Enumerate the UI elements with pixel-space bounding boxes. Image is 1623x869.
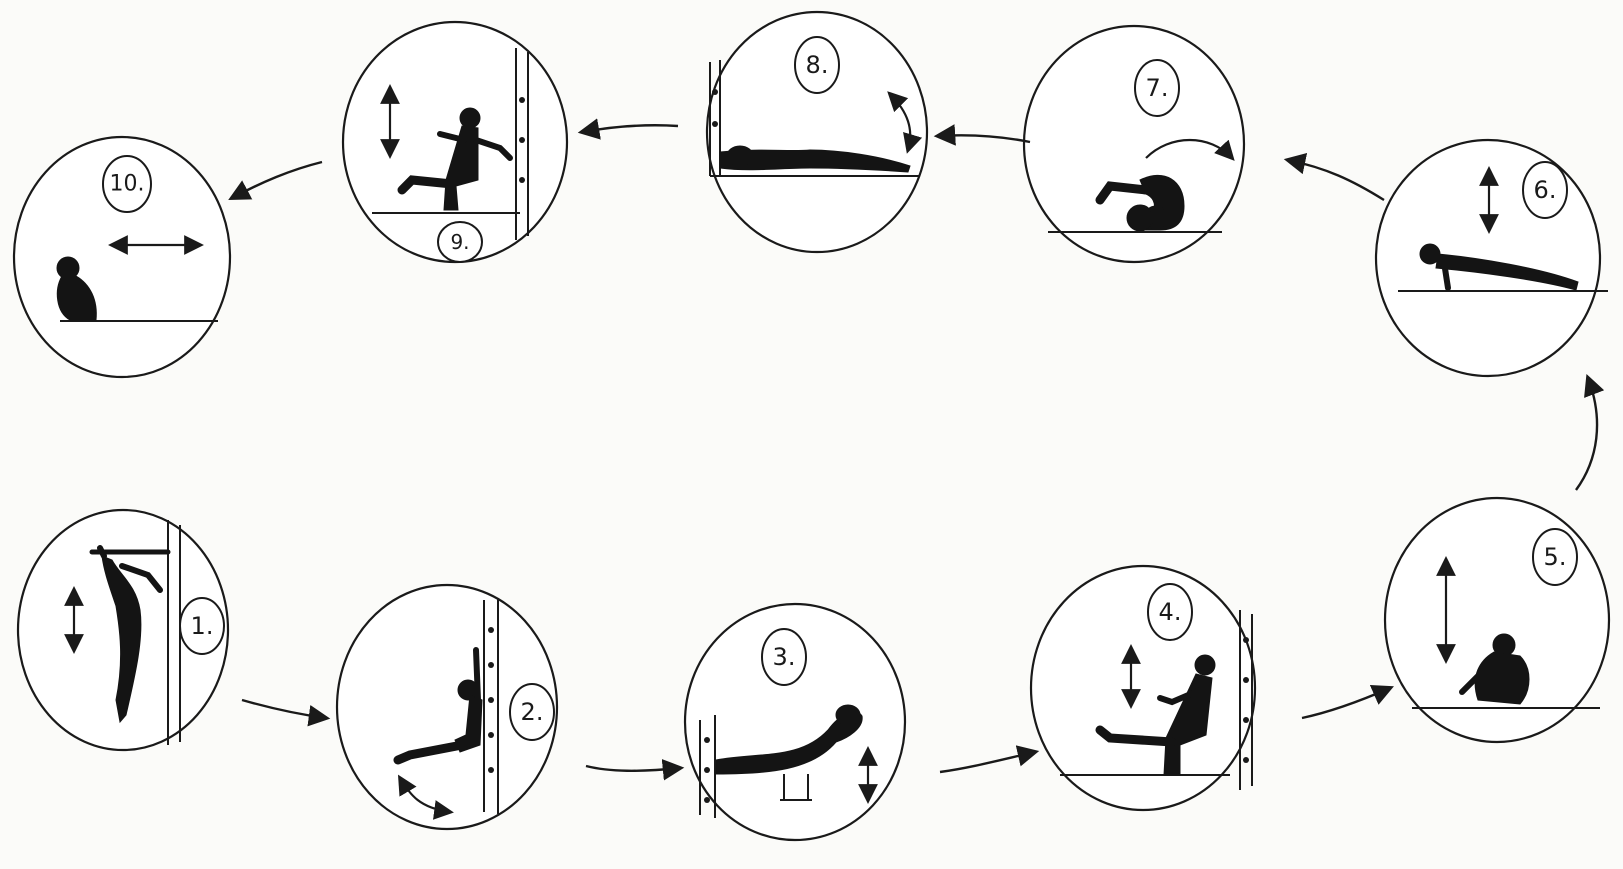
step-6-arm [1444, 262, 1448, 288]
step-5-circle [1385, 498, 1609, 742]
step-6-label-text: 6. [1534, 176, 1557, 204]
step-6: 6. [1376, 140, 1608, 376]
step-10-label: 10. [103, 156, 151, 212]
flow-arrow-5-to-6 [1576, 378, 1597, 490]
step-8-label-text: 8. [806, 51, 829, 79]
step-7: 7. [1024, 26, 1244, 262]
step-3-label: 3. [762, 629, 806, 685]
flow-arrow-2-to-3 [586, 766, 680, 771]
step-7-buttocks [1127, 205, 1153, 231]
step-1-label-text: 1. [191, 612, 214, 640]
step-9-label: 9. [438, 222, 482, 262]
step-7-label: 7. [1135, 60, 1179, 116]
step-3-head [836, 705, 860, 725]
step-4-label: 4. [1148, 584, 1192, 640]
flow-arrow-1-to-2 [242, 700, 326, 718]
step-8-head [727, 146, 753, 166]
step-4-circle [1031, 566, 1255, 810]
step-5: 5. [1385, 498, 1609, 742]
step-2: 2. [337, 585, 557, 829]
step-7-label-text: 7. [1146, 74, 1169, 102]
step-2-label: 2. [510, 684, 554, 740]
step-5-label-text: 5. [1544, 543, 1567, 571]
step-3: 3. [685, 604, 905, 840]
step-3-label-text: 3. [773, 643, 796, 671]
step-2-arm [476, 650, 478, 700]
flow-arrow-3-to-4 [940, 752, 1035, 772]
step-10: 10. [14, 137, 230, 377]
step-9-label-text: 9. [450, 230, 469, 254]
step-8: 8. [707, 12, 927, 252]
step-4: 4. [1031, 566, 1255, 810]
flow-arrow-4-to-5 [1302, 688, 1390, 718]
flow-arrow-8-to-9 [582, 125, 678, 132]
flow-arrow-6-to-7 [1288, 160, 1384, 200]
step-8-label: 8. [795, 37, 839, 93]
step-2-label-text: 2. [521, 698, 544, 726]
flow-arrow-9-to-10 [232, 162, 322, 198]
step-1-label: 1. [180, 598, 224, 654]
step-6-label: 6. [1523, 162, 1567, 218]
step-4-head [1195, 655, 1215, 675]
step-1: 1. [18, 510, 228, 750]
step-9: 9. [343, 22, 567, 262]
step-5-label: 5. [1533, 529, 1577, 585]
step-10-label-text: 10. [110, 172, 145, 197]
step-9-head [460, 108, 480, 128]
flow-arrow-7-to-8 [938, 135, 1030, 142]
step-4-label-text: 4. [1159, 598, 1182, 626]
